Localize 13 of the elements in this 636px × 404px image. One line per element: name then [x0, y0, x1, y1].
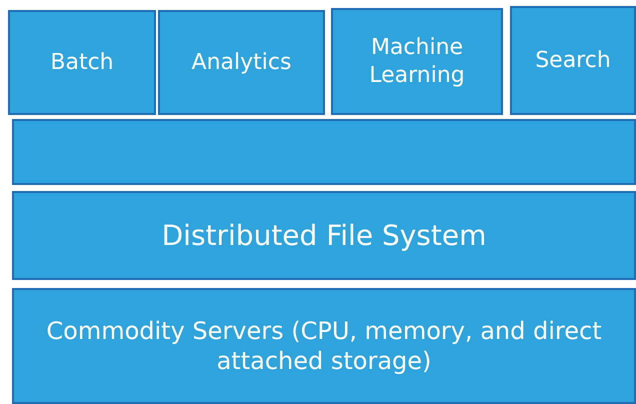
- layer-box: [158, 10, 325, 115]
- layer-label: Analytics: [192, 48, 292, 76]
- layer-label: Search: [535, 46, 611, 74]
- layer-box: [331, 8, 503, 115]
- layer-box: [510, 6, 636, 115]
- layer-label: Distributed File System: [162, 218, 486, 253]
- layer-label: Commodity Servers (CPU, memory, and direct attached storage): [45, 316, 603, 376]
- layer-box: [12, 119, 636, 185]
- layer-label: Machine Learning: [368, 34, 466, 89]
- layer-label: Batch: [50, 48, 114, 76]
- layer-box: [12, 288, 636, 404]
- layer-box: [8, 10, 156, 115]
- layer-box: [12, 191, 636, 280]
